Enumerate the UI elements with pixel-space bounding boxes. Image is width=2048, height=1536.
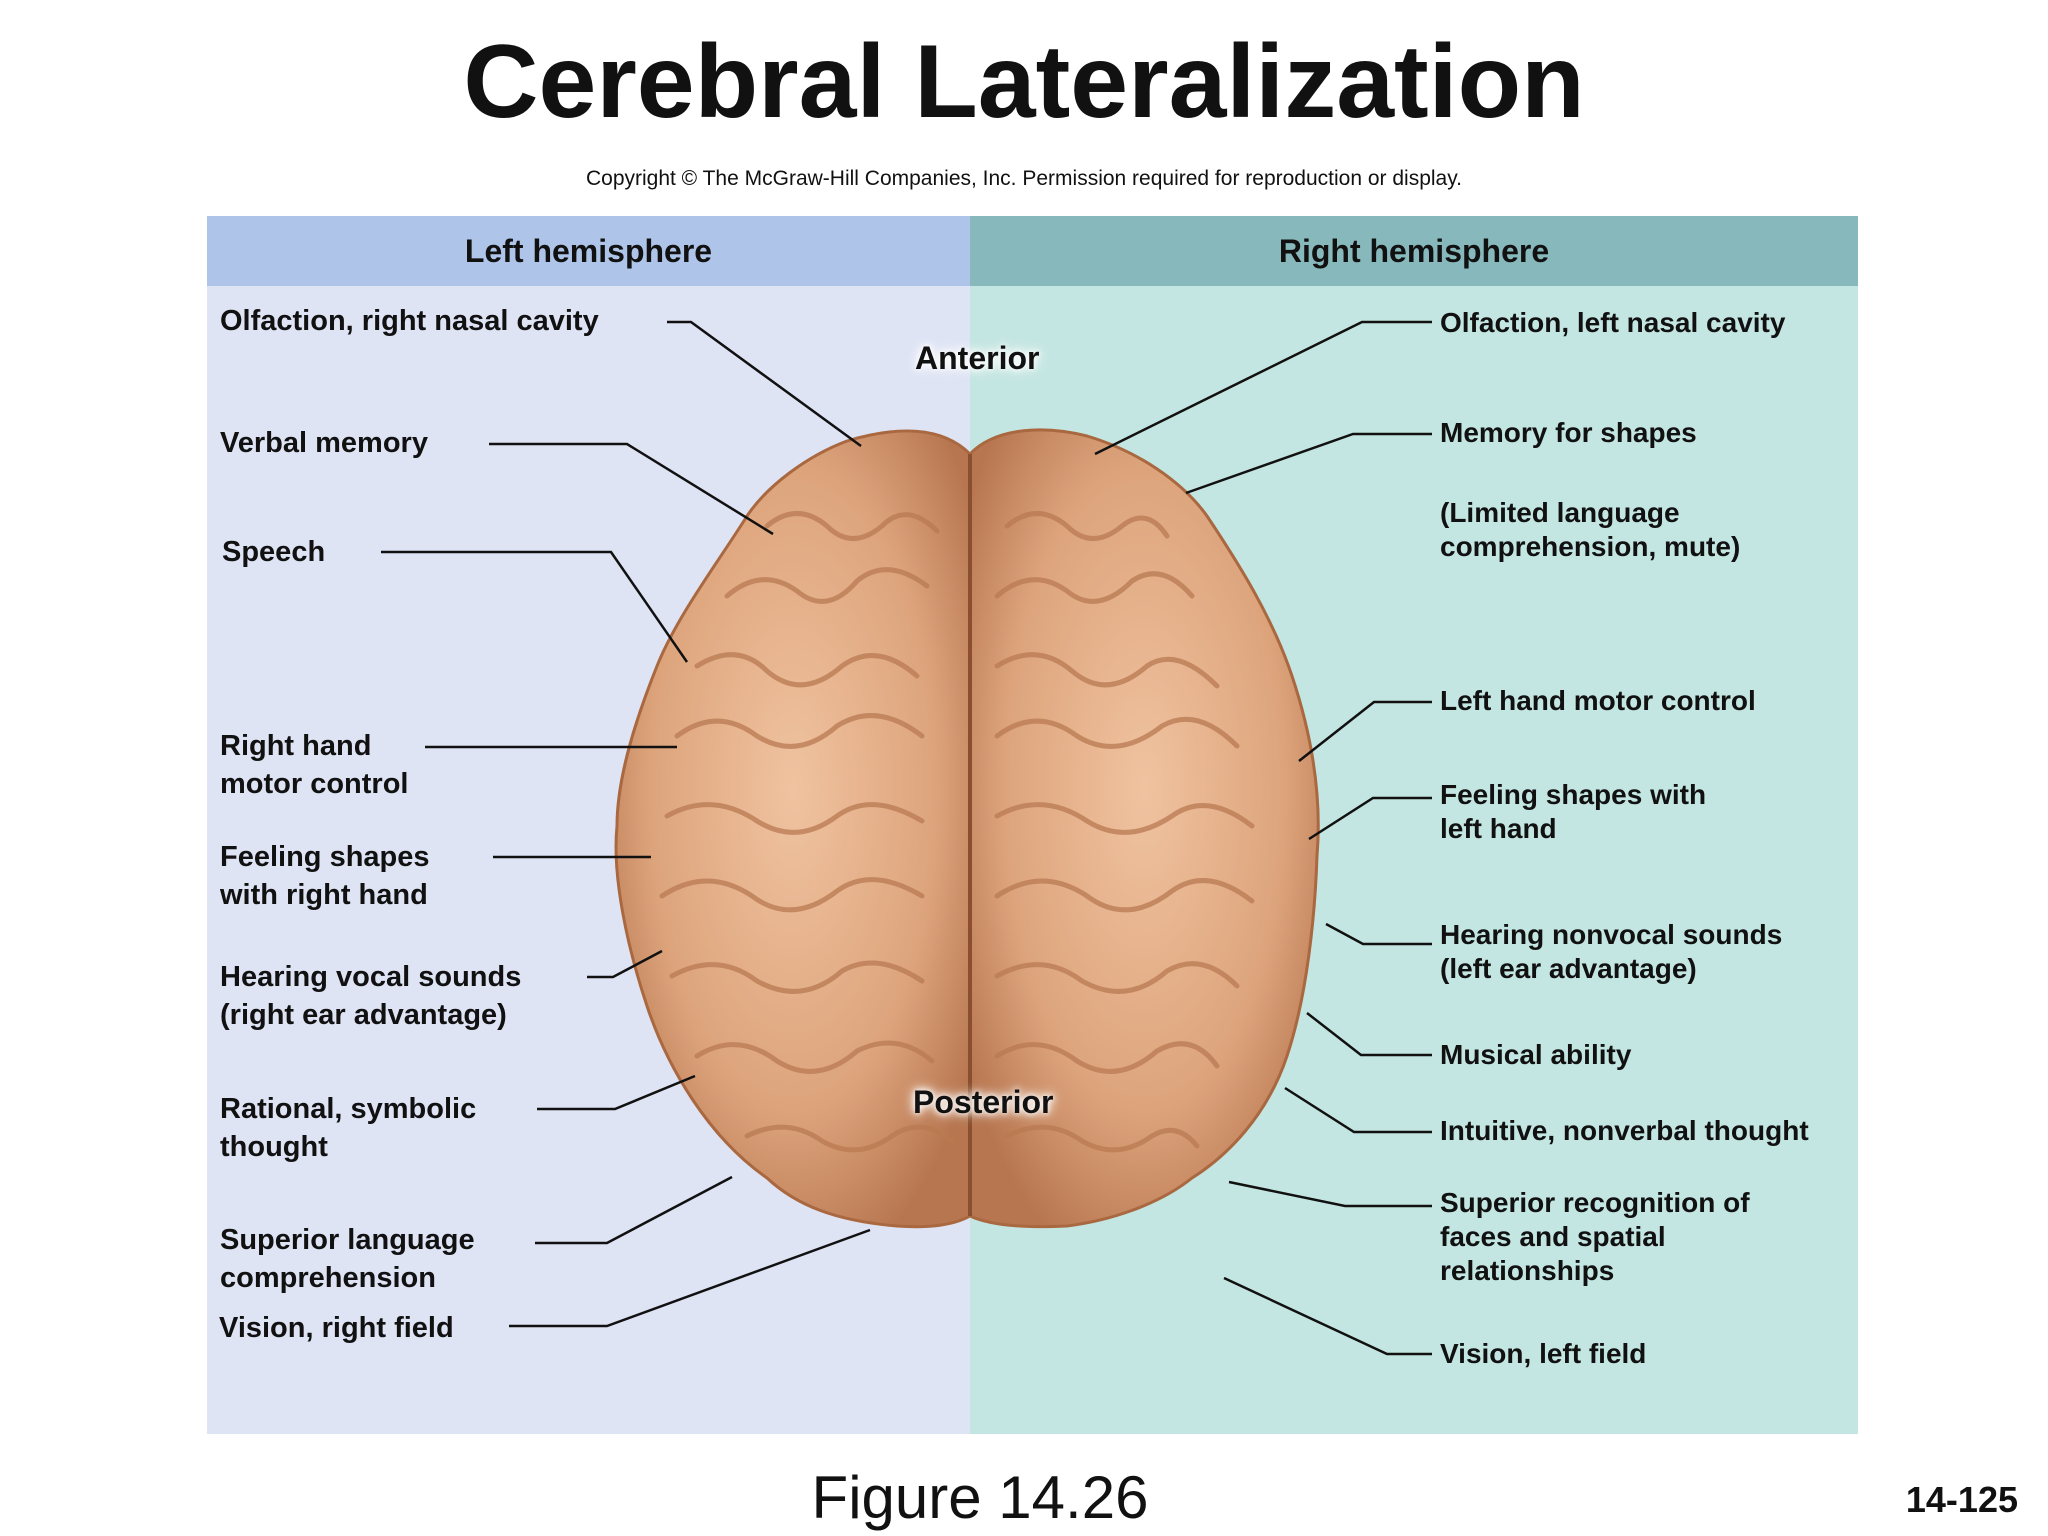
label-memory-for-shapes: Memory for shapes — [1440, 417, 1697, 448]
left-hemisphere-header: Left hemisphere — [207, 216, 970, 286]
label-feeling-shapes-right: Feeling shapes with right hand — [220, 841, 430, 911]
label-limited-language: (Limited language comprehension, mute) — [1440, 497, 1741, 562]
left-hemisphere-brain — [614, 429, 972, 1229]
right-hemisphere-header: Right hemisphere — [970, 216, 1858, 286]
slide-title: Cerebral Lateralization — [463, 24, 1585, 140]
label-superior-recognition: Superior recognition of faces and spatia… — [1440, 1187, 1750, 1286]
figure-caption: Figure 14.26 — [811, 1464, 1149, 1531]
label-hearing-nonvocal: Hearing nonvocal sounds (left ear advant… — [1440, 919, 1783, 984]
posterior-label: Posterior — [913, 1084, 1054, 1120]
slide-number: 14-125 — [1905, 1479, 2018, 1520]
label-vision-left-field: Vision, left field — [1440, 1338, 1647, 1369]
brain-diagram — [381, 320, 1432, 1356]
label-superior-language: Superior language comprehension — [220, 1224, 475, 1294]
label-feeling-shapes-left: Feeling shapes with left hand — [1440, 779, 1707, 844]
label-olfaction-left-nasal: Olfaction, left nasal cavity — [1440, 307, 1786, 338]
brain-gyri — [659, 511, 1255, 1153]
label-left-hand-motor: Left hand motor control — [1440, 685, 1756, 716]
label-speech: Speech — [222, 536, 326, 568]
label-right-hand-motor: Right hand motor control — [220, 730, 409, 800]
right-leader-lines — [1094, 320, 1432, 1356]
anterior-label: Anterior — [915, 340, 1040, 376]
label-musical-ability: Musical ability — [1440, 1039, 1632, 1070]
label-vision-right-field: Vision, right field — [219, 1312, 454, 1344]
label-verbal-memory: Verbal memory — [220, 427, 428, 459]
copyright-notice: Copyright © The McGraw-Hill Companies, I… — [585, 167, 1463, 190]
lateralization-figure: Left hemisphere Right hemisphere — [207, 216, 1858, 1434]
left-leader-lines — [381, 320, 871, 1328]
label-hearing-vocal: Hearing vocal sounds (right ear advantag… — [220, 961, 522, 1031]
label-olfaction-right-nasal: Olfaction, right nasal cavity — [220, 305, 599, 337]
label-intuitive-thought: Intuitive, nonverbal thought — [1440, 1115, 1809, 1146]
label-rational-thought: Rational, symbolic thought — [220, 1093, 477, 1163]
